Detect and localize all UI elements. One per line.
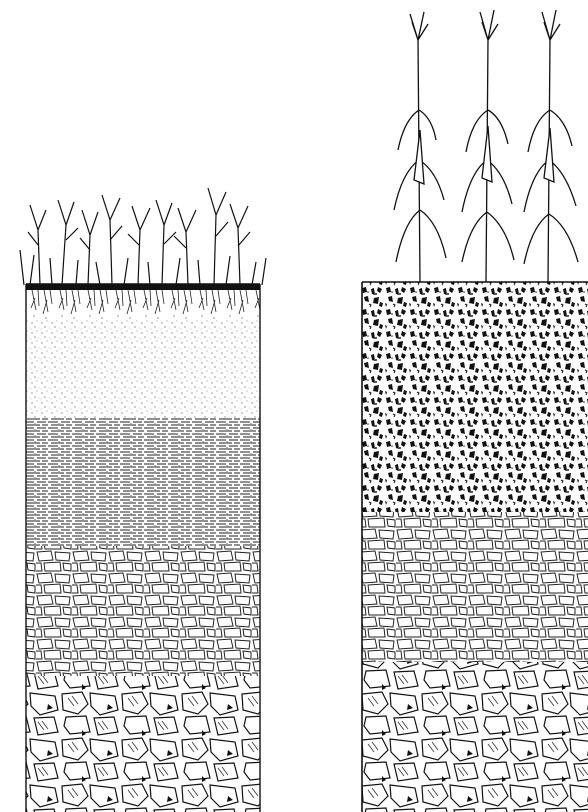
dark-crumb-topsoil-layer xyxy=(362,282,588,512)
blocky-subsoil-layer xyxy=(26,546,260,676)
rocky-base-layer-right xyxy=(362,662,588,812)
rocky-base-layer xyxy=(26,676,260,812)
grass-soil-profile xyxy=(20,188,266,812)
fine-layered-layer xyxy=(26,418,260,546)
light-stipple-layer xyxy=(26,320,260,418)
grass-vegetation xyxy=(20,188,266,285)
corn-vegetation xyxy=(394,10,578,282)
blocky-subsoil-layer-right xyxy=(362,512,588,662)
dark-topsoil-layer xyxy=(26,284,260,320)
corn-soil-profile xyxy=(362,10,588,812)
